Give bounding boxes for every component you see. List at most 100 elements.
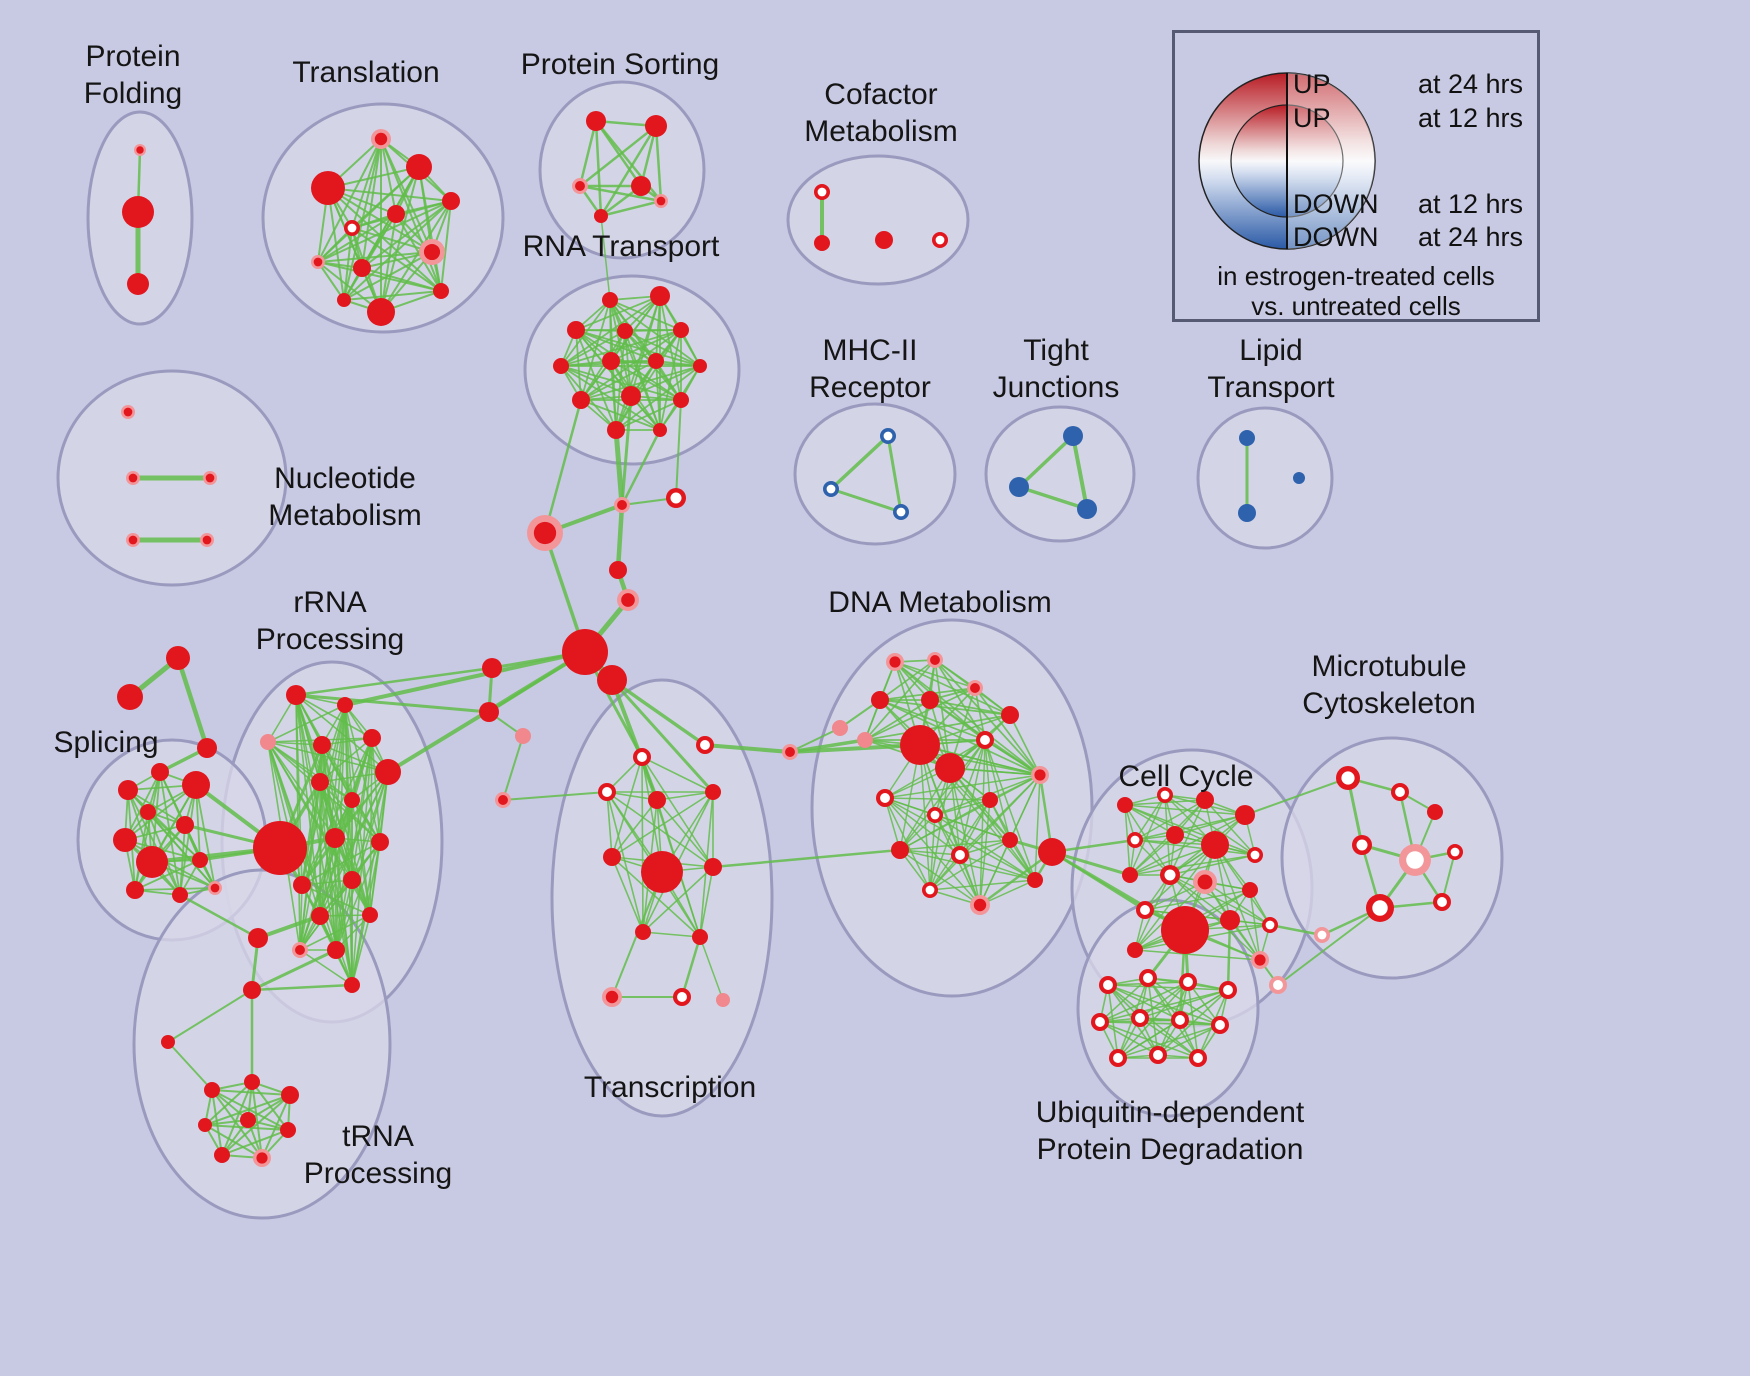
gene-node-hb1 (562, 629, 608, 675)
gene-node-outer (716, 993, 730, 1007)
network-edge (1050, 850, 1187, 932)
network-edge (256, 914, 322, 940)
gene-node-nm1 (121, 405, 135, 419)
gene-node-outer (243, 981, 261, 999)
gene-node-cc4 (1235, 805, 1255, 825)
gene-node-inner (533, 521, 557, 545)
network-edge (894, 661, 976, 689)
cluster-ellipse-microtubule-cytoskeleton (1280, 736, 1504, 980)
network-edge (879, 699, 986, 741)
gene-node-inner (1103, 980, 1113, 990)
cluster-label-splicing: Splicing (53, 726, 158, 759)
gene-node-inner (1140, 905, 1150, 915)
gene-node-inner (374, 132, 388, 146)
gene-node-outer (1293, 472, 1305, 484)
gene-node-outer (337, 293, 351, 307)
gene-node-tj2 (1009, 477, 1029, 497)
network-edge (899, 849, 961, 856)
network-edge (250, 983, 354, 992)
gene-node-cn13 (1038, 838, 1066, 866)
network-edge (267, 741, 323, 746)
gene-node-inner (1450, 847, 1460, 857)
node-layer (113, 111, 1463, 1167)
network-edge (1244, 777, 1349, 816)
network-edge (1009, 714, 1041, 776)
gene-node-sp4 (140, 804, 156, 820)
gene-node-outer (311, 773, 329, 791)
network-edge (211, 1089, 263, 1159)
network-edge (606, 791, 644, 933)
network-edge (1129, 834, 1176, 876)
gene-node-inner (930, 810, 940, 820)
gene-node-mh2 (823, 481, 839, 497)
gene-node-rr5 (363, 729, 381, 747)
gene-node-rt6 (553, 358, 569, 374)
gene-node-dm18 (922, 882, 938, 898)
network-edge (351, 771, 389, 986)
gene-node-inner (826, 484, 836, 494)
gene-node-inner (785, 747, 795, 757)
gene-node-outer (126, 881, 144, 899)
gene-node-mt2 (1391, 783, 1409, 801)
gene-node-outer (327, 941, 345, 959)
gene-node-tc5 (603, 848, 621, 866)
network-edge (659, 329, 682, 431)
gene-node-rt1 (602, 292, 618, 308)
network-edge (351, 914, 371, 986)
gene-node-cn15 (1269, 976, 1287, 994)
network-edge (606, 791, 613, 858)
gene-node-outer (562, 629, 608, 675)
network-edge (351, 799, 371, 916)
gene-node-sp5 (113, 828, 137, 852)
gene-node-outer (653, 423, 667, 437)
network-edge (221, 1081, 253, 1156)
network-edge (610, 678, 715, 794)
gene-node-cn9 (782, 744, 798, 760)
network-edge (1099, 989, 1229, 1023)
gene-node-inner (889, 656, 901, 668)
gene-node-dm13 (927, 807, 943, 823)
network-edge (984, 739, 1036, 881)
gene-node-inner (896, 507, 906, 517)
cluster-label-rrna-processing: Processing (256, 623, 404, 656)
gene-node-outer (650, 286, 670, 306)
network-edge (1139, 981, 1189, 1019)
network-edge (899, 839, 1011, 851)
legend-right-half-fade (1287, 73, 1375, 249)
gene-node-cc8 (1247, 847, 1263, 863)
cluster-label-lipid-transport: Transport (1207, 371, 1335, 404)
network-edge (610, 360, 617, 431)
gene-node-outer (891, 841, 909, 859)
cluster-ellipse-trna-processing (132, 868, 392, 1220)
network-edge (884, 797, 901, 851)
gene-node-inner (1197, 874, 1213, 890)
legend-level-label: UP (1293, 103, 1331, 133)
gene-node-rr9 (325, 828, 345, 848)
gene-node-inner (605, 990, 619, 1004)
gene-node-tl3 (406, 154, 432, 180)
gene-node-rr11 (293, 876, 311, 894)
gene-node-dm10 (976, 731, 994, 749)
gene-node-mt5 (1399, 844, 1431, 876)
cluster-label-microtubule-cytoskeleton: Microtubule (1311, 650, 1466, 683)
network-edge (147, 811, 216, 889)
network-edge (502, 735, 524, 801)
gene-node-inner (980, 735, 990, 745)
gene-node-outer (362, 907, 378, 923)
gene-node-dm3 (871, 691, 889, 709)
gene-node-outer (875, 231, 893, 249)
gene-node-outer (1063, 426, 1083, 446)
gene-node-inner (670, 492, 682, 504)
gene-node-inner (1095, 1017, 1105, 1027)
network-edge (611, 791, 714, 858)
gene-node-tn1 (248, 928, 268, 948)
network-edge (929, 739, 986, 891)
network-edge (884, 774, 1041, 799)
gene-node-outer (182, 771, 210, 799)
gene-node-outer (602, 352, 620, 370)
gene-node-inner (602, 787, 612, 797)
network-edge (899, 799, 991, 851)
gene-node-inner (1250, 850, 1260, 860)
network-edge (319, 781, 371, 916)
legend-level-label: DOWN (1293, 222, 1379, 252)
